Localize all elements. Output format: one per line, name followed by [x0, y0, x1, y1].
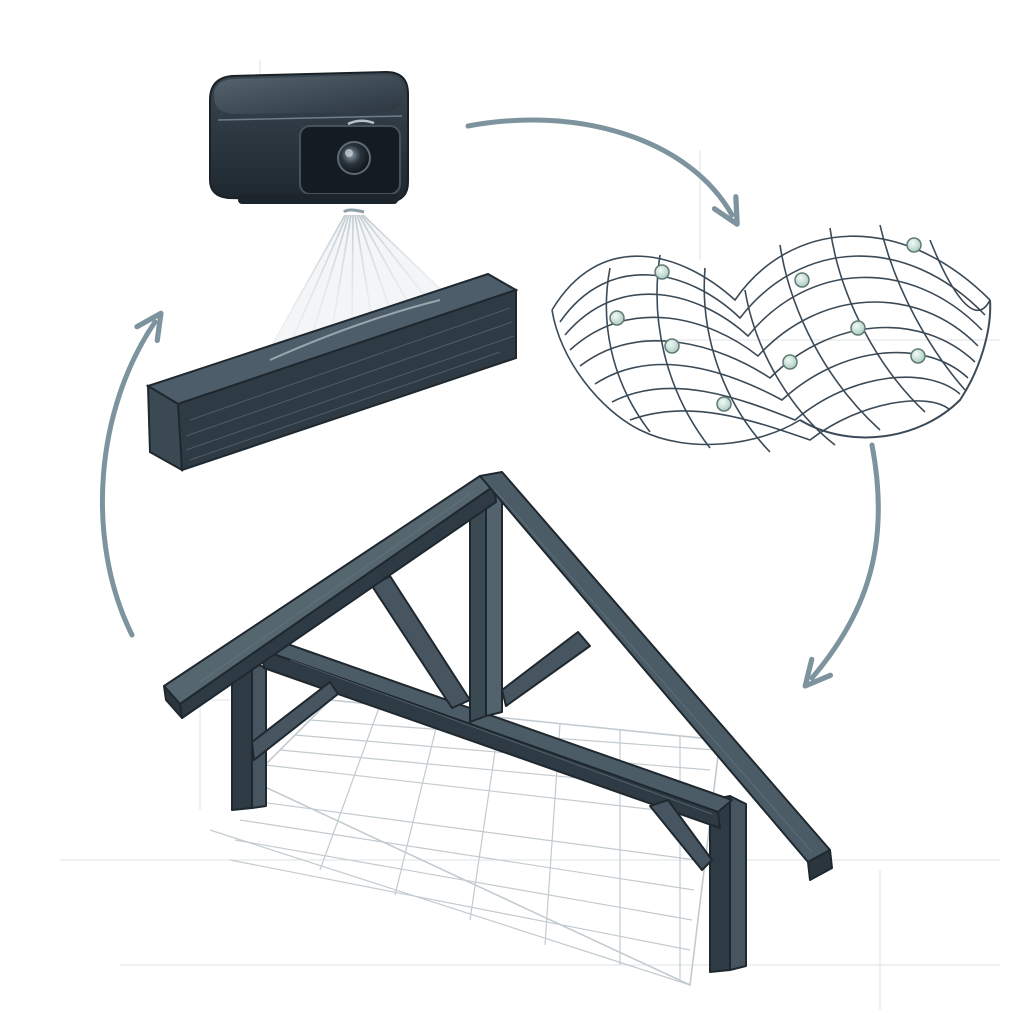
- roof-truss-icon: [163, 471, 833, 973]
- wave-mesh-icon: [551, 224, 992, 453]
- arrow-truss-to-scan: [99, 310, 164, 638]
- cycle-arrows: [99, 117, 881, 689]
- mesh-nodes: [609, 237, 926, 412]
- floor-grid: [209, 699, 721, 987]
- scanner-camera-icon: [209, 70, 409, 204]
- arrow-scan-to-mesh: [465, 117, 740, 227]
- sketch-guidelines: [60, 60, 1000, 1010]
- scan-rays: [271, 208, 453, 346]
- timber-beam-icon: [145, 272, 519, 472]
- arrow-mesh-to-truss: [802, 442, 881, 689]
- scan-beam-cone: [272, 215, 452, 345]
